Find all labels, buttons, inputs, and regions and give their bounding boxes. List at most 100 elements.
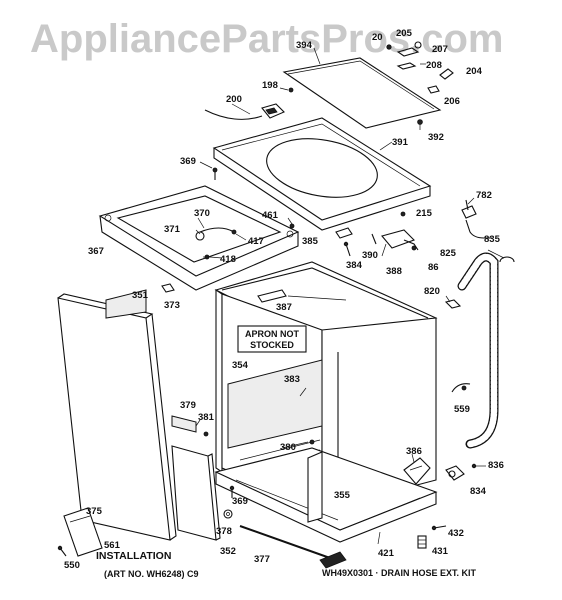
part-handle-387[interactable] [257, 289, 287, 303]
label-417: 417 [248, 236, 264, 247]
part-screw-432[interactable] [431, 525, 447, 531]
part-screw-381[interactable] [203, 431, 209, 437]
installation-text: INSTALLATION [96, 550, 171, 562]
part-lid[interactable] [282, 57, 442, 129]
label-198: 198 [262, 80, 278, 91]
drain-hose-kit-text: WH49X0301 · DRAIN HOSE EXT. KIT [322, 568, 477, 578]
leader-421 [377, 531, 381, 545]
label-392: 392 [428, 132, 444, 143]
part-cabinet[interactable] [214, 261, 438, 543]
label-373: 373 [164, 300, 180, 311]
label-369-lower: 369 [232, 496, 248, 507]
part-bar-377[interactable] [239, 525, 347, 569]
part-front-panel-375[interactable] [57, 293, 177, 541]
label-351: 351 [132, 290, 149, 301]
label-370: 370 [194, 208, 210, 219]
part-panel-351[interactable] [105, 289, 147, 319]
part-spring-370[interactable] [195, 227, 235, 241]
part-panel-355[interactable] [307, 451, 323, 523]
part-switch-388[interactable] [371, 211, 419, 251]
part-hinge-set[interactable] [386, 41, 454, 94]
part-installation-kit-561[interactable] [63, 507, 103, 557]
label-394: 394 [296, 40, 313, 51]
label-386: 386 [406, 446, 422, 457]
part-screw-550[interactable] [57, 545, 67, 557]
label-205: 205 [396, 28, 413, 39]
label-385: 385 [302, 236, 319, 247]
label-215: 215 [416, 208, 433, 219]
label-367: 367 [88, 246, 104, 257]
label-388: 388 [386, 266, 402, 277]
part-screw-384[interactable] [343, 241, 351, 257]
part-clamp-835[interactable] [499, 256, 515, 263]
part-screw-380[interactable] [309, 439, 315, 445]
part-hinge-385[interactable] [335, 227, 353, 239]
label-834: 834 [470, 486, 487, 497]
part-screw-198[interactable] [288, 87, 294, 93]
label-782: 782 [476, 190, 492, 201]
label-390: 390 [362, 250, 378, 261]
part-labels: 394 20 205 207 208 204 206 198 200 392 3… [64, 28, 504, 571]
part-drain-hose-825[interactable] [457, 252, 499, 449]
label-206: 206 [444, 96, 460, 107]
label-86: 86 [428, 262, 439, 273]
watermark-text: AppliancePartsPros.com [30, 17, 504, 61]
label-200: 200 [226, 94, 242, 105]
label-208: 208 [426, 60, 442, 71]
label-371: 371 [164, 224, 181, 235]
label-383: 383 [284, 374, 300, 385]
part-559[interactable] [451, 383, 471, 393]
part-lower-panel-352[interactable] [171, 445, 221, 541]
label-559: 559 [454, 404, 470, 415]
label-418: 418 [220, 254, 236, 265]
part-strip-379[interactable] [171, 415, 197, 433]
art-number-text: (ART NO. WH6248) C9 [104, 569, 199, 579]
part-leveling-leg-431[interactable] [417, 535, 427, 549]
label-378: 378 [216, 526, 232, 537]
label-835: 835 [484, 234, 501, 245]
part-screw-461[interactable] [289, 223, 295, 229]
label-354: 354 [232, 360, 249, 371]
label-421: 421 [378, 548, 395, 559]
label-377: 377 [254, 554, 270, 565]
label-431: 431 [432, 546, 449, 557]
part-screw-369-lower[interactable] [229, 485, 235, 498]
apron-line-2: STOCKED [250, 340, 294, 350]
label-369-upper: 369 [180, 156, 196, 167]
label-375: 375 [86, 506, 103, 517]
label-820: 820 [424, 286, 440, 297]
label-352: 352 [220, 546, 236, 557]
part-pump-834[interactable] [445, 465, 465, 481]
apron-line-1: APRON NOT [245, 329, 300, 339]
label-379: 379 [180, 400, 196, 411]
label-384: 384 [346, 260, 363, 271]
part-screw-418[interactable] [203, 254, 211, 260]
label-825: 825 [440, 248, 457, 259]
part-wire-782[interactable] [461, 199, 492, 239]
label-204: 204 [466, 66, 483, 77]
part-screw-373[interactable] [161, 283, 175, 293]
label-836: 836 [488, 460, 504, 471]
part-spacer-378[interactable] [223, 509, 233, 519]
part-top-panel[interactable] [212, 117, 432, 231]
part-screw-369-upper[interactable] [212, 167, 218, 180]
label-380: 380 [280, 442, 296, 453]
part-top-frame-367[interactable] [98, 185, 300, 291]
label-355: 355 [334, 490, 351, 501]
part-screw-836[interactable] [471, 463, 482, 469]
part-lid-switch-200[interactable] [204, 103, 285, 120]
apron-note: APRON NOT STOCKED [237, 325, 307, 353]
part-clip-820[interactable] [444, 299, 462, 309]
label-550: 550 [64, 560, 80, 571]
part-screw-392[interactable] [417, 119, 423, 130]
label-207: 207 [432, 44, 448, 55]
label-387: 387 [276, 302, 292, 313]
part-bracket-386[interactable] [403, 457, 431, 485]
label-432: 432 [448, 528, 464, 539]
label-461: 461 [262, 210, 279, 221]
leader-lines [195, 47, 505, 467]
label-20: 20 [372, 32, 383, 43]
part-clip-417[interactable] [231, 229, 237, 235]
label-561: 561 [104, 540, 121, 551]
